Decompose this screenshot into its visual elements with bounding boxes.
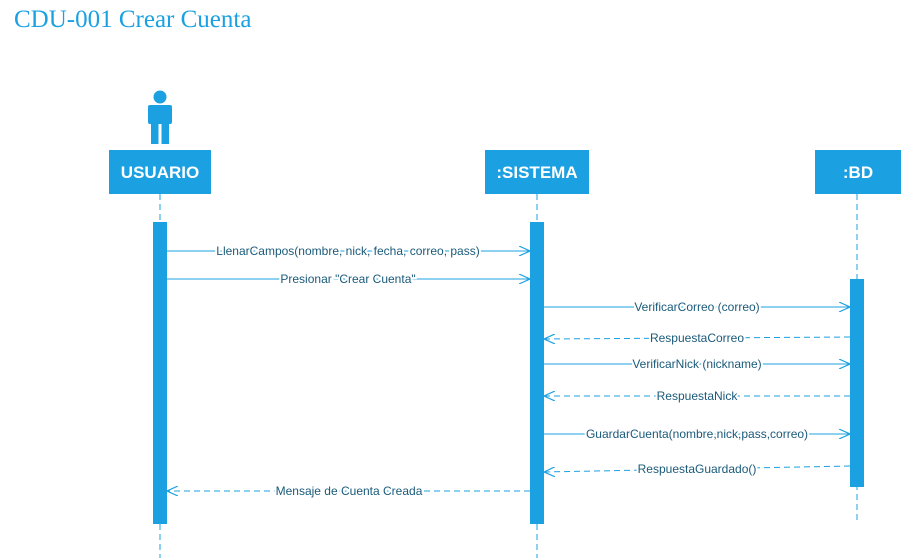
- message-presionar-crear-cuenta: Presionar "Crear Cuenta": [167, 270, 530, 288]
- message-verificar-correo: VerificarCorreo (correo): [544, 298, 850, 316]
- lifeline-header-usuario: [109, 150, 211, 194]
- message-verificar-nick: VerificarNick (nickname): [544, 355, 850, 373]
- lifeline-label-bd: :BD: [843, 163, 873, 182]
- lifeline-header-sistema: [485, 150, 589, 194]
- message-label: RespuestaGuardado(): [638, 462, 757, 476]
- message-respuesta-correo: RespuestaCorreo: [544, 329, 851, 347]
- lifeline-label-usuario: USUARIO: [121, 163, 199, 182]
- lifeline-header-bd: [815, 150, 901, 194]
- message-label: Mensaje de Cuenta Creada: [276, 484, 423, 498]
- message-llenar-campos: LlenarCampos(nombre, nick, fecha, correo…: [167, 242, 530, 260]
- message-respuesta-guardado: RespuestaGuardado(): [544, 460, 851, 478]
- diagram-title: CDU-001 Crear Cuenta: [14, 6, 252, 33]
- message-respuesta-nick: RespuestaNick: [544, 387, 850, 405]
- message-label: GuardarCuenta(nombre,nick,pass,correo): [586, 427, 808, 441]
- message-guardar-cuenta: GuardarCuenta(nombre,nick,pass,correo): [544, 425, 850, 443]
- activation-usuario: [153, 222, 167, 524]
- message-label: RespuestaCorreo: [650, 331, 744, 345]
- message-label: RespuestaNick: [657, 389, 739, 403]
- actor-person-icon: [148, 90, 172, 144]
- lifeline-label-sistema: :SISTEMA: [496, 163, 577, 182]
- message-label: LlenarCampos(nombre, nick, fecha, correo…: [216, 244, 479, 258]
- message-mensaje-cuenta-creada: Mensaje de Cuenta Creada: [167, 482, 530, 500]
- message-label: VerificarCorreo (correo): [634, 300, 759, 314]
- message-label: VerificarNick (nickname): [632, 357, 761, 371]
- activation-bd: [850, 279, 864, 487]
- message-label: Presionar "Crear Cuenta": [280, 272, 415, 286]
- activation-sistema: [530, 222, 544, 524]
